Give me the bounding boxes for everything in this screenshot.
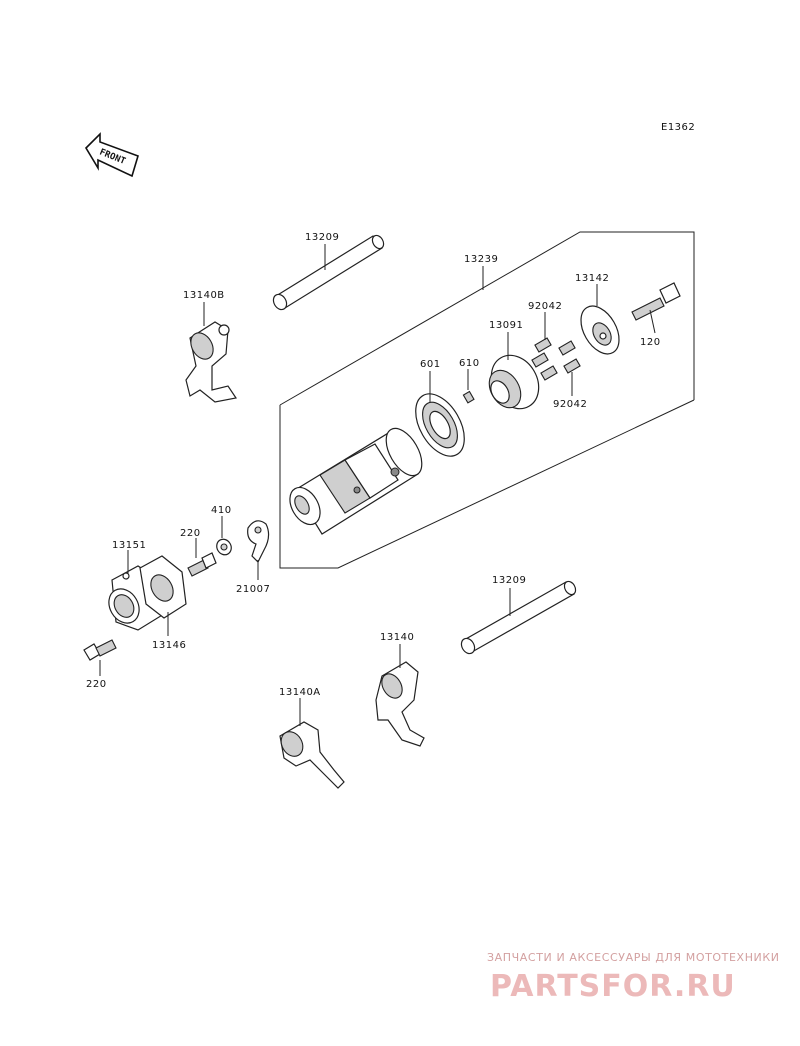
callout-13209-lower: 13209: [492, 575, 526, 586]
pin-610: [462, 390, 475, 404]
shift-rod-lower: [460, 580, 577, 655]
pin-holder: [488, 354, 540, 410]
shift-rod-upper: [272, 234, 385, 311]
callout-13140a: 13140A: [279, 687, 321, 698]
shift-fork-b: [185, 321, 238, 403]
shift-drum: [289, 427, 423, 535]
bolt-220-lower: [83, 639, 117, 661]
callout-13209-upper: 13209: [305, 232, 339, 243]
callout-601: 601: [420, 359, 441, 370]
callout-120: 120: [640, 337, 661, 348]
callout-13151: 13151: [112, 540, 146, 551]
callout-220-lower: 220: [86, 679, 107, 690]
assembly-box-bottom: [279, 399, 695, 569]
callout-21007: 21007: [236, 584, 270, 595]
front-arrow-icon: FRONT: [84, 132, 139, 178]
shift-gasket: [139, 555, 187, 619]
callout-92042-lower: 92042: [553, 399, 587, 410]
callout-13091: 13091: [489, 320, 523, 331]
shift-fork-a: [279, 721, 345, 789]
watermark-subtitle: ЗАПЧАСТИ И АКСЕССУАРЫ ДЛЯ МОТОТЕХНИКИ: [487, 951, 780, 964]
callout-610: 610: [459, 358, 480, 369]
bearing: [415, 393, 465, 457]
callout-220-upper: 220: [180, 528, 201, 539]
diagram-code: E1362: [661, 122, 695, 133]
callout-13140: 13140: [380, 632, 414, 643]
watermark-brand: PARTSFOR.RU: [490, 969, 736, 1004]
shift-fork: [375, 661, 425, 747]
callout-13142: 13142: [575, 273, 609, 284]
assembly-box-top: [279, 231, 695, 406]
washer-410: [216, 538, 232, 556]
callout-13140b: 13140B: [183, 290, 225, 301]
callout-92042-upper: 92042: [528, 301, 562, 312]
stopper-lever: [247, 520, 270, 564]
callout-13146: 13146: [152, 640, 186, 651]
callout-13239: 13239: [464, 254, 498, 265]
shift-drum-pins: [531, 337, 581, 381]
drum-plate: [580, 305, 620, 355]
callout-410: 410: [211, 505, 232, 516]
bolt-120: [631, 282, 681, 321]
bolt-220-upper: [187, 552, 217, 577]
